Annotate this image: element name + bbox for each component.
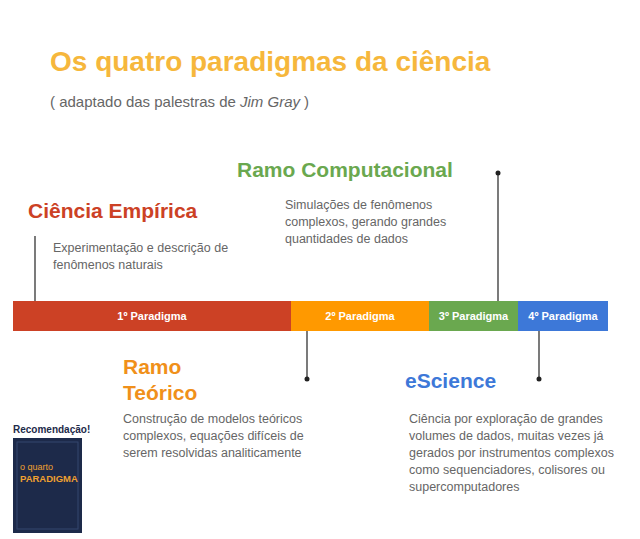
leader-dot xyxy=(496,171,501,176)
recommendation: Recomendação! xyxy=(13,424,90,435)
band-label: 4º Paradigma xyxy=(528,310,597,322)
branch-heading: Ciência Empírica xyxy=(28,199,197,223)
paradigm-band: 1º Paradigma xyxy=(13,301,291,331)
paradigm-band: 3º Paradigma xyxy=(429,301,518,331)
leader-dot xyxy=(537,377,542,382)
band-label: 3º Paradigma xyxy=(439,310,508,322)
branch-heading: eScience xyxy=(405,369,496,393)
branch-body: Construção de modelos teóricos complexos… xyxy=(123,411,338,462)
leader-dot xyxy=(305,377,310,382)
band-label: 1º Paradigma xyxy=(117,310,186,322)
book-title: o quarto xyxy=(20,462,53,472)
leader-line xyxy=(306,331,307,379)
book-cover-frame xyxy=(17,442,78,529)
branch-heading: Ramo Computacional xyxy=(237,158,453,182)
branch-heading: Ramo Teórico xyxy=(123,354,223,406)
subtitle: ( adaptado das palestras de xyxy=(50,93,236,110)
paradigm-band: 4º Paradigma xyxy=(518,301,608,331)
leader-line xyxy=(34,236,35,301)
leader-line xyxy=(538,331,539,379)
branch-body: Ciência por exploração de grandes volume… xyxy=(409,411,614,496)
branch-body: Simulações de fenômenos complexos, geran… xyxy=(285,197,485,248)
leader-line xyxy=(497,173,498,301)
branch-body: Experimentação e descrição de fenômenos … xyxy=(53,240,268,274)
subtitle-author: Jim Gray xyxy=(240,93,300,110)
title: Os quatro paradigmas da ciência xyxy=(50,46,490,78)
paradigm-band: 2º Paradigma xyxy=(291,301,429,331)
subtitle: ) xyxy=(304,93,309,110)
book-cover xyxy=(13,438,82,533)
book-title: PARADIGMA xyxy=(20,473,78,484)
band-label: 2º Paradigma xyxy=(325,310,394,322)
